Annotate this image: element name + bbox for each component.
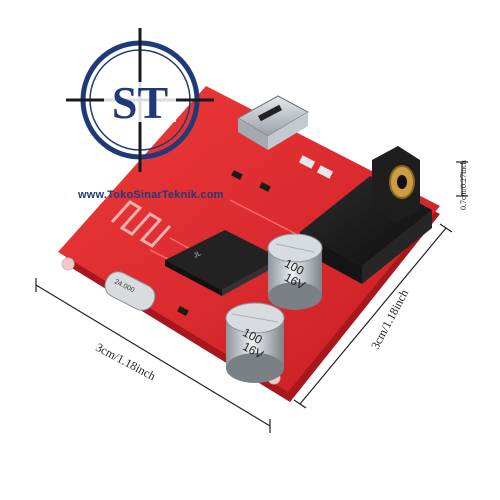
pcb-antenna (110, 200, 172, 248)
st-logo: ST (66, 28, 214, 172)
logo-text: ST (112, 77, 168, 128)
height-dimension-label: 0.7cm/0.27inch (459, 160, 468, 210)
capacitor-1: 100 16V (267, 233, 323, 310)
dimension-line-width (35, 278, 271, 433)
chip-mark: JL (193, 250, 203, 260)
audio-jack (300, 146, 432, 284)
micro-usb-port (236, 95, 310, 150)
mounting-hole (61, 257, 75, 271)
website-watermark: www.TokoSinarTeknik.com (78, 189, 224, 201)
dimension-line-depth (293, 223, 453, 409)
ic-chip: JL (165, 230, 280, 296)
smd-components (177, 155, 334, 316)
crystal-oscillator: 24.000 (104, 271, 156, 311)
capacitor-2: 100 16V (225, 302, 285, 383)
dimension-line-height (456, 161, 468, 197)
